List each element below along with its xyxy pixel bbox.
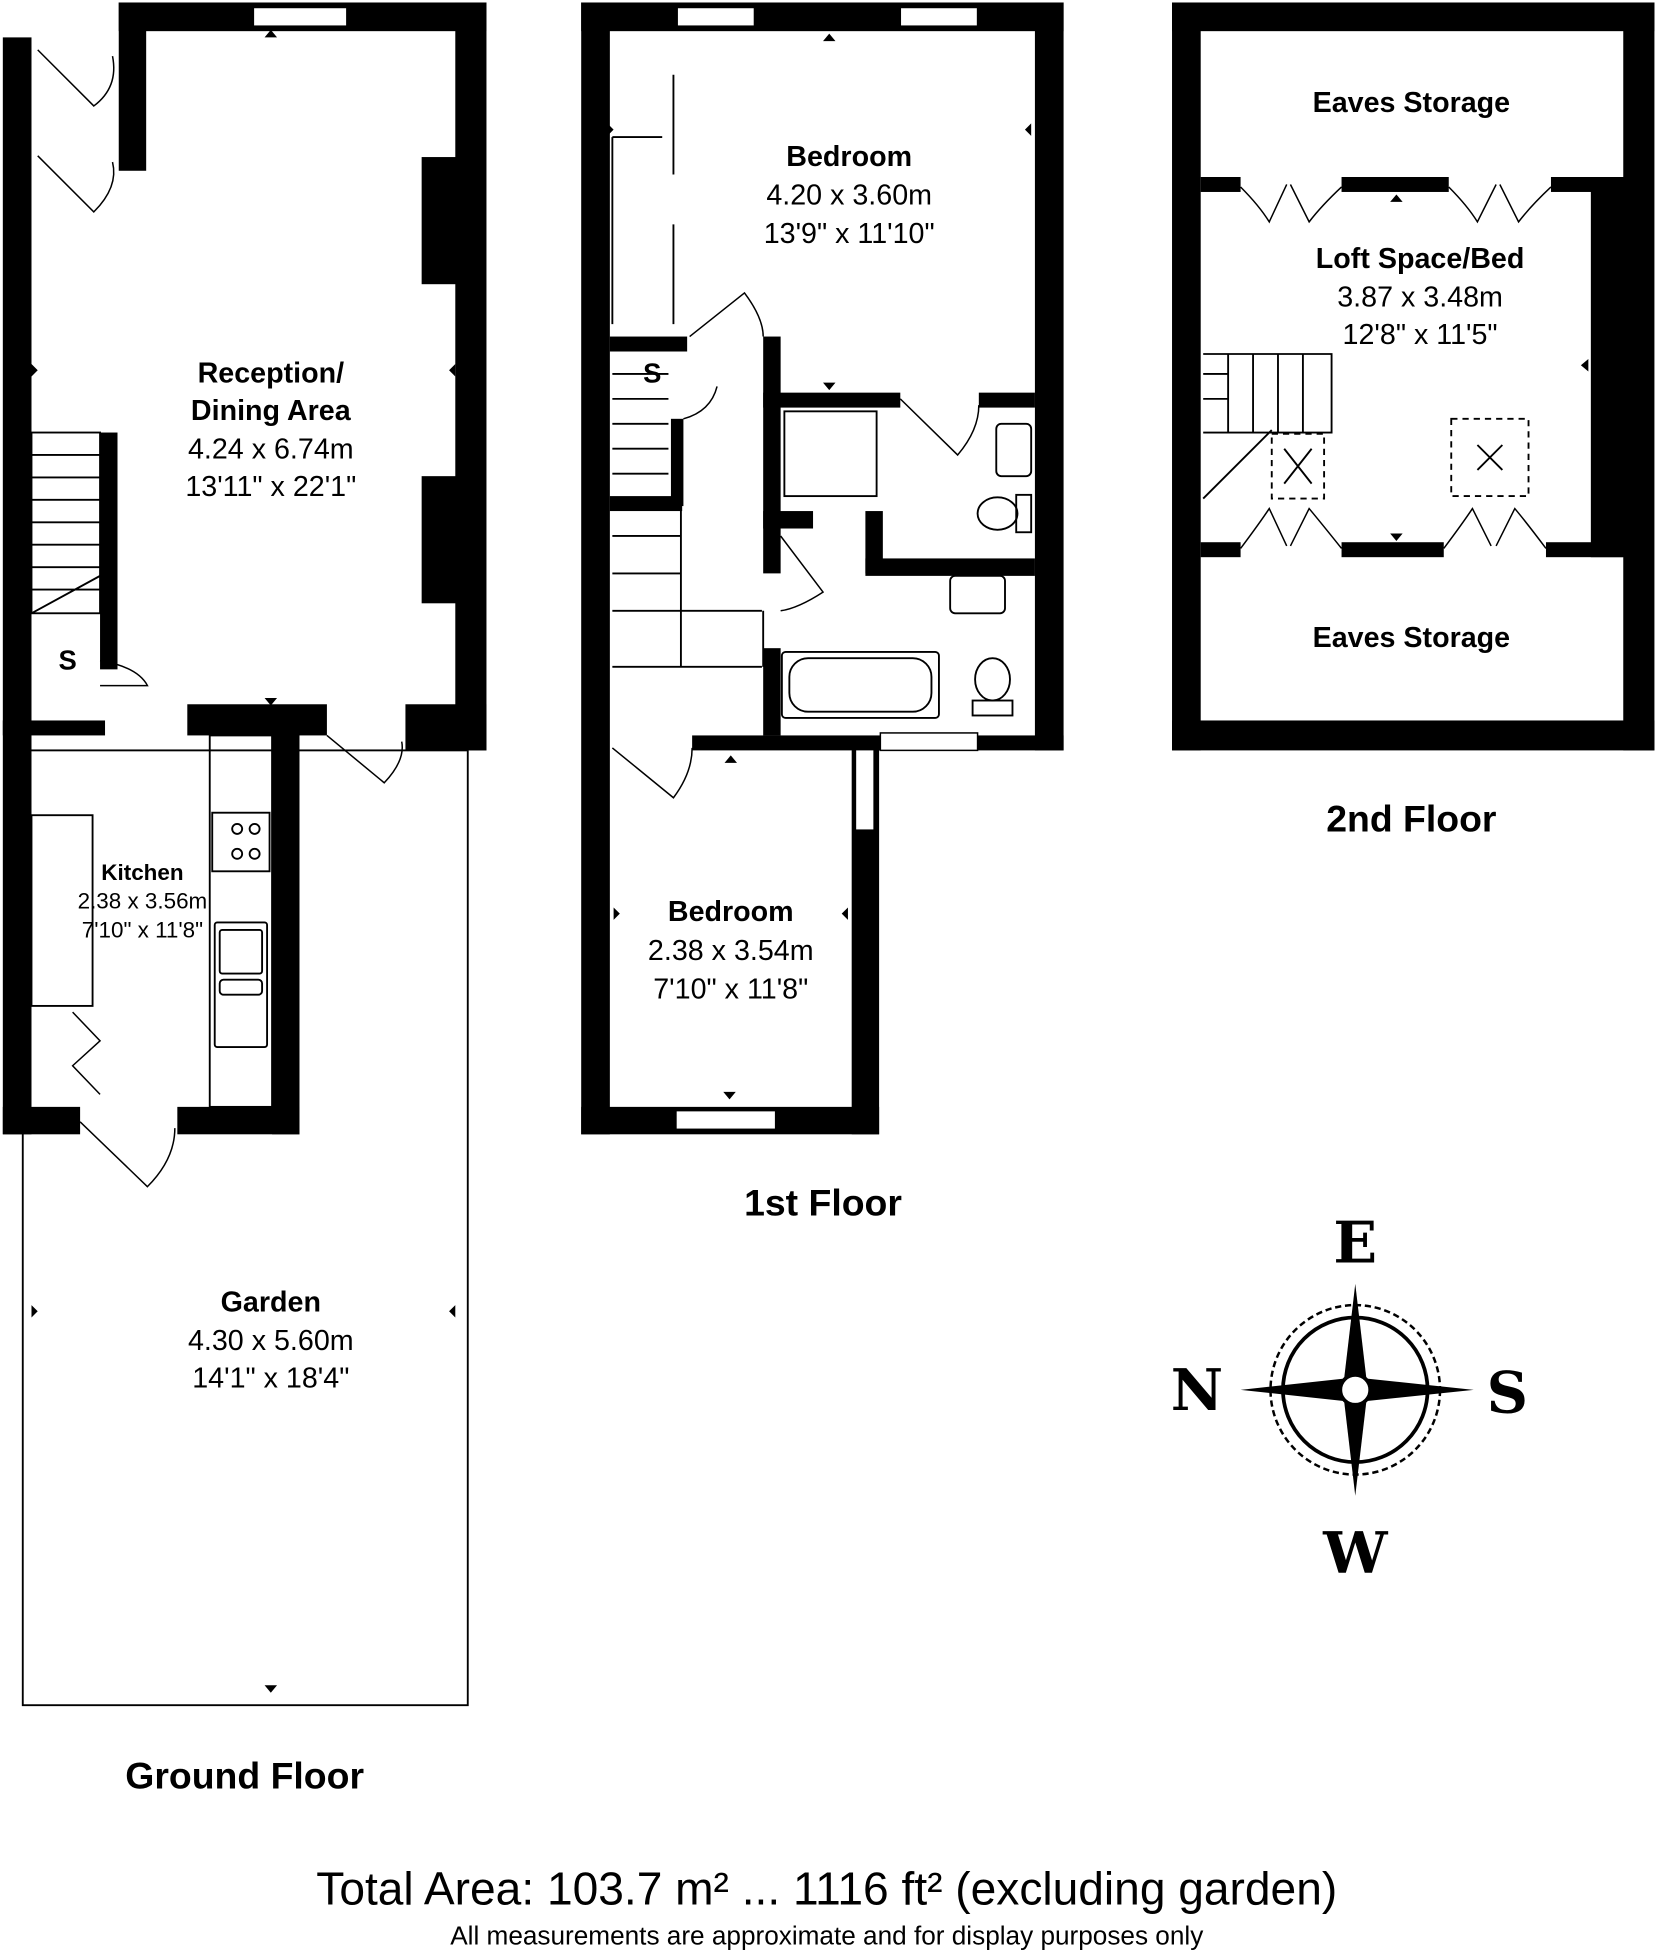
floor-title: 1st Floor xyxy=(744,1181,902,1223)
room-name: Bedroom xyxy=(786,141,912,173)
room-name: Bedroom xyxy=(668,896,794,928)
room-imperial: 7'10" x 11'8" xyxy=(82,917,203,942)
room-imperial: 12'8" x 11'5" xyxy=(1343,319,1498,351)
hob xyxy=(211,811,271,873)
room-imperial: 14'1" x 18'4" xyxy=(192,1362,349,1394)
window xyxy=(252,6,348,27)
disclaimer: All measurements are approximate and for… xyxy=(450,1921,1204,1951)
second-floor-plan: Eaves Storage Loft Space/Bed 3.87 x 3.48… xyxy=(1172,2,1655,839)
room-imperial: 13'11" x 22'1" xyxy=(185,471,356,503)
floor-title: Ground Floor xyxy=(125,1755,364,1797)
room-name: Reception/ xyxy=(198,358,345,390)
storage-label: S xyxy=(59,644,77,675)
room-name: Loft Space/Bed xyxy=(1316,243,1525,275)
room-name: Eaves Storage xyxy=(1313,87,1511,119)
storage-label: S xyxy=(643,358,661,389)
bath xyxy=(780,650,940,719)
compass-east: E xyxy=(1333,1209,1377,1277)
shower xyxy=(783,410,878,498)
sink xyxy=(213,921,269,1048)
ground-floor-plan: Reception/ Dining Area 4.24 x 6.74m 13'1… xyxy=(2,2,487,1797)
compass-west: W xyxy=(1322,1519,1389,1587)
room-metric: 2.38 x 3.54m xyxy=(648,935,814,967)
door xyxy=(37,49,115,107)
room-imperial: 7'10" x 11'8" xyxy=(653,973,808,1005)
room-imperial: 13'9" x 11'10" xyxy=(764,218,935,250)
room-metric: 4.20 x 3.60m xyxy=(766,179,932,211)
first-floor-plan: Bedroom 4.20 x 3.60m 13'9" x 11'10" S Be… xyxy=(581,2,1064,1223)
room-metric: 2.38 x 3.56m xyxy=(78,889,208,914)
room-metric: 3.87 x 3.48m xyxy=(1337,282,1503,314)
basin xyxy=(995,422,1033,478)
toilet xyxy=(974,657,1011,702)
stairs xyxy=(30,431,101,615)
toilet xyxy=(976,496,1019,531)
basin xyxy=(949,574,1006,615)
floor-title: 2nd Floor xyxy=(1326,797,1496,839)
room-metric: 4.30 x 5.60m xyxy=(188,1325,354,1357)
room-name: Eaves Storage xyxy=(1313,622,1511,654)
garden-outline xyxy=(21,749,469,1707)
total-area: Total Area: 103.7 m² ... 1116 ft² (exclu… xyxy=(316,1863,1337,1915)
room-name: Dining Area xyxy=(191,395,352,427)
compass-north: N xyxy=(1171,1356,1223,1424)
room-metric: 4.24 x 6.74m xyxy=(188,434,354,466)
room-name: Garden xyxy=(221,1286,321,1318)
compass-icon: E N S W xyxy=(1171,1209,1528,1587)
room-name: Kitchen xyxy=(101,860,183,885)
compass-south: S xyxy=(1487,1358,1528,1426)
